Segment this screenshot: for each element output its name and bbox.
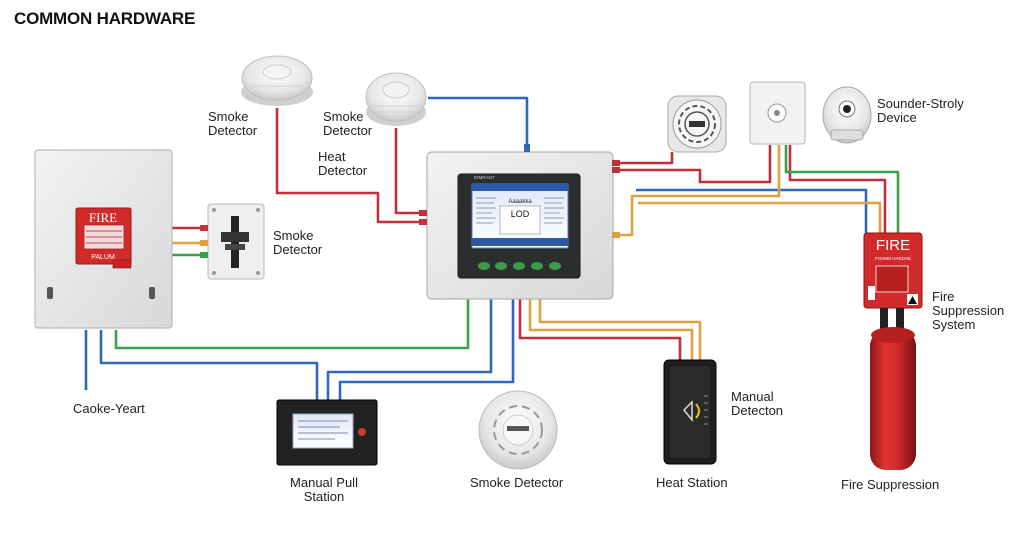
manual-pull-station-icon	[276, 399, 378, 466]
cabinet-latch-right	[149, 287, 155, 299]
wire-red-smoke1	[275, 108, 428, 224]
smoke-detector-icon	[478, 390, 558, 470]
wire-orange-panel-heat2	[538, 298, 702, 362]
smoke-detector-icon	[241, 55, 313, 106]
wire-red-speaker	[612, 152, 674, 165]
wire-red-sounder	[788, 145, 887, 233]
label-manual-detecton: Manual Detecton	[731, 389, 784, 418]
wire-orange-right	[612, 145, 781, 237]
suppression-sub-text: FOAMS HARDAE	[875, 256, 911, 261]
page-title: COMMON HARDWARE	[14, 9, 196, 28]
wire-orange-panel-heat	[528, 298, 694, 362]
wire-blue-firebox-bottom2	[99, 330, 319, 400]
wire-red-smoke2	[394, 128, 428, 215]
label-smoke-detector-bottom: Smoke Detector	[470, 475, 564, 490]
label-heat-station: Heat Station	[656, 475, 728, 490]
wires	[84, 96, 900, 400]
wire-red-speaker2	[612, 145, 772, 184]
wire-blue-right	[636, 188, 868, 233]
cabinet-latch-left	[47, 287, 53, 299]
fire-sign-text: FIRE	[89, 210, 117, 225]
label-smoke-detector-switch: Smoke Detector	[273, 228, 323, 257]
label-fire-suppression-system: Fire Suppression System	[932, 289, 1005, 332]
wire-blue-top	[428, 96, 529, 150]
wire-red-panel-heat	[518, 298, 682, 362]
hazard-icon	[907, 294, 918, 305]
label-heat-detector: Heat Detector	[318, 149, 368, 178]
label-manual-pull-station: Manual Pull Station	[290, 475, 358, 504]
connector-dots	[200, 144, 620, 258]
screen-heading: Aaaakka	[508, 199, 532, 205]
speaker-grille-icon	[667, 95, 727, 153]
panel-buttons	[478, 262, 561, 270]
smoke-detector-icon	[365, 72, 427, 126]
panel-brand: DIMRANT	[474, 175, 495, 180]
heat-detector-icon	[663, 359, 717, 465]
control-panel: DIMRANT Aaaakka LOD	[426, 151, 614, 300]
wire-blue-panel-pull2	[338, 298, 515, 400]
suppression-sign-text: FIRE	[876, 237, 910, 254]
camera-sounder-icon	[822, 86, 872, 144]
label-smoke-detector-top-left: Smoke Detector	[208, 109, 258, 138]
screen-value: LOD	[511, 209, 530, 219]
label-smoke-detector-top-mid: Smoke Detector	[323, 109, 373, 138]
fire-alarm-cabinet: FIRE PALUM	[34, 149, 173, 329]
wire-green-firebox-bottom	[114, 298, 470, 350]
fire-suppression-unit: FIRE FOAMS HARDAE	[863, 232, 923, 470]
label-sounder: Sounder-Stroly Device	[877, 96, 964, 125]
strobe-box-icon	[749, 81, 806, 145]
wire-green-sounder	[784, 145, 900, 233]
label-caoke-yeart: Caoke-Yeart	[73, 401, 145, 416]
switch-module-icon	[207, 203, 265, 280]
wire-orange-right2	[638, 201, 882, 233]
label-fire-suppression: Fire Suppression	[841, 477, 940, 492]
wire-blue-panel-pull	[326, 298, 493, 400]
fire-sign-subtext: PALUM	[91, 254, 115, 261]
